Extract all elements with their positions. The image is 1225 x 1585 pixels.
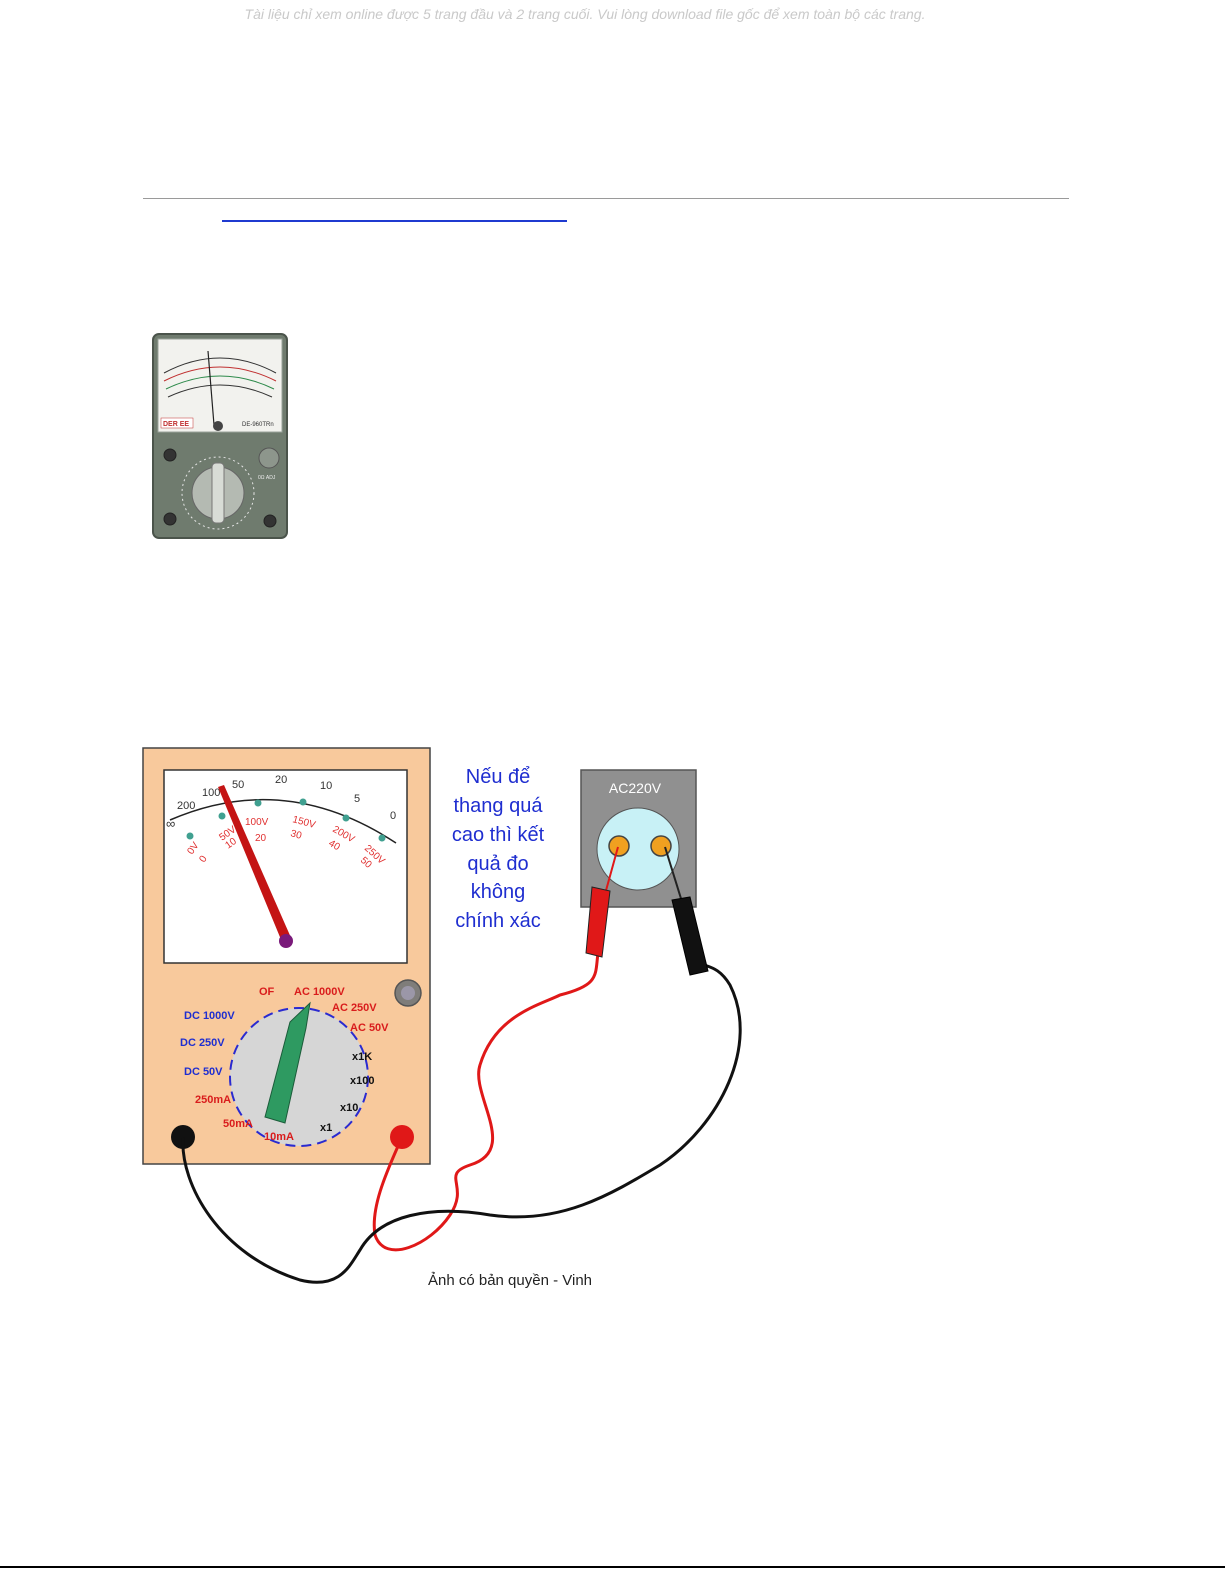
scale-arc-4 — [167, 384, 273, 398]
outlet-face — [596, 807, 680, 891]
selector-dial[interactable] — [229, 1007, 369, 1147]
scale-dot — [254, 799, 262, 807]
volt2-label-40: 40 — [327, 838, 343, 853]
note-line-3: cao thì kết — [452, 824, 545, 846]
ohm-label-inf: ∞ — [166, 816, 175, 831]
ohm-label-0: 0 — [390, 810, 396, 822]
selector-scale — [181, 456, 255, 530]
input-jack-3 — [263, 514, 277, 528]
range-50ma[interactable]: 50mA — [223, 1118, 253, 1130]
range-ac-250v[interactable]: AC 250V — [332, 1002, 377, 1014]
scale-dot — [186, 832, 194, 840]
selector-grip — [211, 462, 225, 524]
black-lead — [181, 956, 742, 1284]
range-dc-250v[interactable]: DC 250V — [180, 1037, 225, 1049]
note-line-2: thang quá — [454, 795, 544, 817]
brand-box — [160, 417, 194, 429]
note-line-4: quả đo — [467, 853, 528, 875]
range-x100[interactable]: x100 — [350, 1075, 374, 1087]
volt-label-100: 100V — [245, 817, 269, 828]
zero-adjust-center — [401, 986, 415, 1000]
outlet-hole-right — [650, 835, 672, 857]
scale-dot — [218, 812, 226, 820]
range-250ma[interactable]: 250mA — [195, 1094, 231, 1106]
copyright-caption: Ảnh có bản quyền - Vinh — [428, 1272, 592, 1289]
multimeter-photo: DER EE DE-960TRn 0Ω ADJ — [152, 333, 288, 539]
ohm-label-200: 200 — [177, 800, 195, 812]
note-line-6: chính xác — [455, 910, 541, 932]
photo-needle — [207, 350, 215, 426]
volt2-label-0: 0 — [197, 853, 209, 864]
measurement-diagram: ∞ 200 100 50 20 10 5 0 0V 50V 100V 150V … — [142, 747, 742, 1289]
note-line-1: Nếu để — [466, 766, 531, 788]
outlet-label: AC220V — [609, 780, 662, 796]
range-x10[interactable]: x10 — [340, 1102, 358, 1114]
range-x1k[interactable]: x1K — [352, 1051, 372, 1063]
volt2-label-30: 30 — [289, 828, 303, 842]
note-line-5: không — [471, 881, 526, 903]
scale-dot — [342, 814, 350, 822]
ohm-adjust-label: 0Ω ADJ — [258, 475, 276, 481]
ohm-label-50: 50 — [232, 779, 244, 791]
outlet-hole-left — [608, 835, 630, 857]
range-dc-50v[interactable]: DC 50V — [184, 1066, 223, 1078]
selector-pointer[interactable] — [264, 1001, 311, 1124]
black-probe-tip — [664, 846, 684, 906]
input-jack-2 — [163, 512, 177, 526]
range-ac-50v[interactable]: AC 50V — [350, 1022, 389, 1034]
range-ac-1000v[interactable]: AC 1000V — [294, 986, 345, 998]
scale-arc-3 — [165, 375, 275, 390]
scale-dot — [378, 834, 386, 842]
ohm-label-5: 5 — [354, 793, 360, 805]
ohm-label-100: 100 — [202, 787, 220, 799]
input-jack-1 — [163, 448, 177, 462]
scale-arc-1 — [163, 357, 277, 374]
range-dc-1000v[interactable]: DC 1000V — [184, 1010, 235, 1022]
range-x1[interactable]: x1 — [320, 1122, 332, 1134]
bottom-rule — [0, 1566, 1225, 1568]
link-underline[interactable] — [222, 220, 567, 222]
scale-arc-2 — [163, 366, 277, 382]
black-probe[interactable] — [671, 896, 709, 976]
range-off[interactable]: OF — [259, 986, 275, 998]
ohm-label-10: 10 — [320, 780, 332, 792]
range-10ma[interactable]: 10mA — [264, 1131, 294, 1143]
needle-pivot — [279, 934, 293, 948]
meter-needle — [218, 785, 292, 942]
scale-dot — [299, 798, 307, 806]
ohm-arc — [169, 799, 397, 844]
brand-text: DER EE — [163, 421, 189, 428]
horizontal-rule — [143, 198, 1069, 199]
red-probe[interactable] — [585, 886, 611, 958]
red-lead — [372, 952, 600, 1252]
ohm-label-20: 20 — [275, 774, 287, 786]
model-text: DE-960TRn — [242, 422, 274, 428]
watermark-text: Tài liệu chỉ xem online được 5 trang đầu… — [244, 6, 926, 22]
volt2-label-20: 20 — [255, 833, 267, 844]
zero-adjust-screw — [213, 421, 223, 431]
ohm-adjust-knob — [258, 447, 280, 469]
